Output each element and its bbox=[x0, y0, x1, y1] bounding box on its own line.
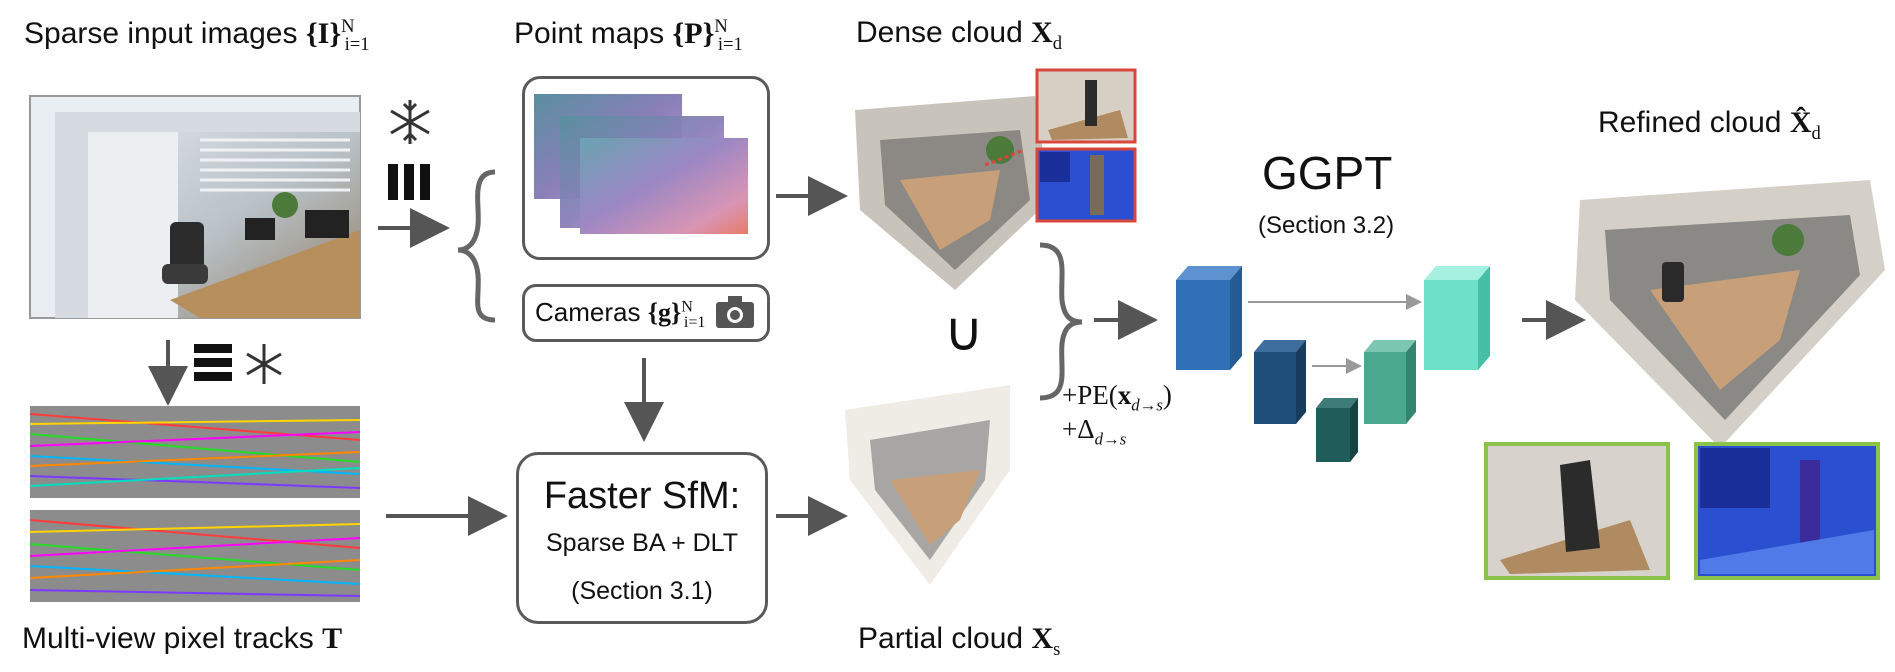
cameras-box: Cameras {g}Ni=1 bbox=[522, 284, 770, 342]
right-brace bbox=[1039, 242, 1083, 401]
sfm-section: (Section 3.1) bbox=[571, 577, 713, 605]
sparse-input-label: Sparse input images {I}Ni=1 bbox=[24, 16, 370, 55]
pe-annotation: +PE(xd→s) bbox=[1062, 380, 1172, 415]
dense-cloud-label: Dense cloud Xd bbox=[856, 16, 1063, 54]
refined-detail-insets bbox=[1484, 442, 1880, 580]
cameras-label: Cameras {g}Ni=1 bbox=[535, 297, 706, 332]
three-bars-icon bbox=[388, 164, 430, 200]
point-map-stack bbox=[534, 94, 748, 234]
sfm-title: Faster SfM: bbox=[543, 475, 741, 517]
faster-sfm-box: Faster SfM: Sparse BA + DLT (Section 3.1… bbox=[516, 452, 768, 624]
dense-detail-insets bbox=[1035, 68, 1137, 223]
ggpt-section: (Section 3.2) bbox=[1258, 212, 1395, 239]
stack-bars-icon bbox=[194, 344, 232, 381]
left-brace bbox=[457, 169, 496, 323]
sfm-method: Sparse BA + DLT bbox=[546, 529, 738, 557]
ggpt-title: GGPT bbox=[1262, 147, 1393, 199]
partial-cloud-image bbox=[845, 385, 1010, 585]
point-maps-box bbox=[522, 76, 770, 260]
ggpt-network bbox=[1176, 266, 1490, 462]
union-symbol: ∪ bbox=[944, 300, 984, 363]
snowflake-icon bbox=[390, 100, 430, 144]
delta-annotation: +Δd→s bbox=[1062, 414, 1127, 449]
dense-cloud-image bbox=[855, 96, 1050, 290]
input-images-stack bbox=[29, 95, 361, 319]
pixel-tracks-label: Multi-view pixel tracks T bbox=[22, 622, 343, 655]
refined-cloud-label: Refined cloud X̂d bbox=[1598, 106, 1821, 144]
refined-cloud-image bbox=[1575, 180, 1885, 448]
camera-icon bbox=[716, 296, 754, 328]
partial-cloud-label: Partial cloud Xs bbox=[858, 622, 1061, 660]
snowflake-icon bbox=[246, 344, 282, 384]
point-maps-label: Point maps {P}Ni=1 bbox=[514, 16, 743, 55]
pixel-tracks-images bbox=[29, 406, 361, 602]
